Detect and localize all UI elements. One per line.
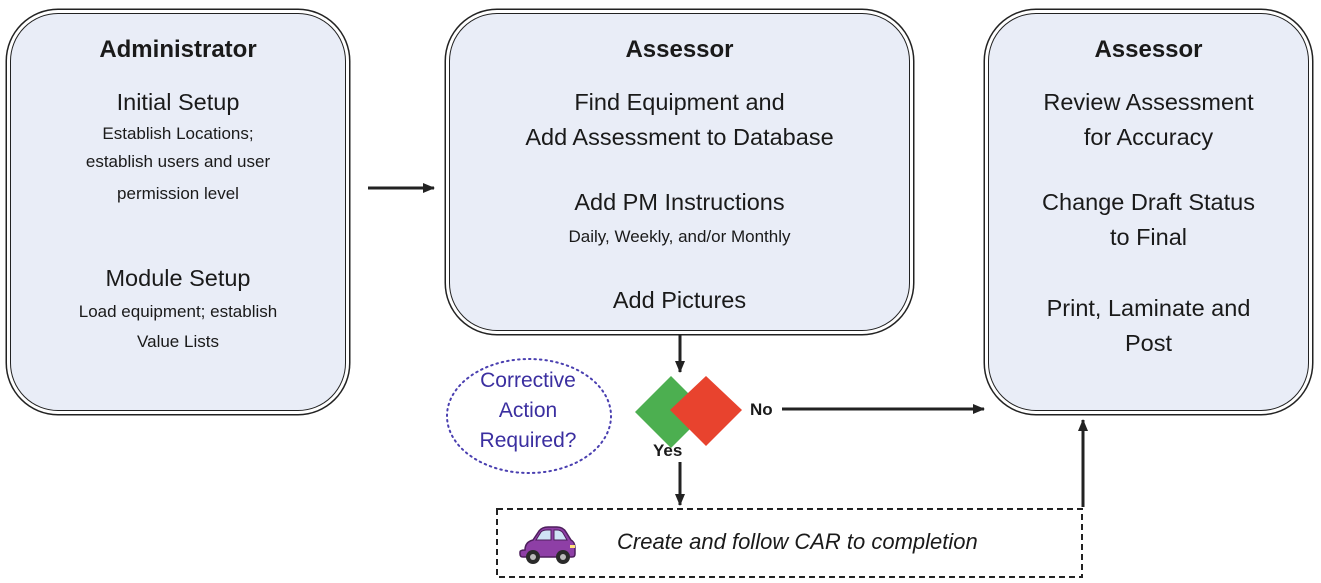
question-dotted-outline [446,358,612,474]
administrator-box: Administrator Initial Setup Establish Lo… [10,13,346,411]
assessor-title-2: Assessor [1094,36,1203,63]
question-line3: Required? [479,429,577,452]
review-line1: Review Assessment [1043,89,1254,115]
initial-setup-desc-line1: Establish Locations; [102,124,254,143]
add-pictures: Add Pictures [612,287,747,313]
administrator-title: Administrator [99,36,257,63]
car-icon [519,526,576,564]
corrective-action-question: Corrective Action Required? [444,356,612,476]
module-setup-desc-line1: Load equipment; establish [78,302,278,321]
change-status-line1: Change Draft Status [1042,189,1255,215]
no-label: No [750,400,773,419]
decision-red-diamond [670,376,742,446]
assessor-title-1: Assessor [625,36,734,63]
assessor-box-final: Assessor Review Assessment for Accuracy … [988,13,1309,411]
question-line1: Corrective [480,369,576,392]
change-status-line2: to Final [1109,224,1188,250]
assessor-box-initial: Assessor Find Equipment and Add Assessme… [449,13,910,331]
print-line1: Print, Laminate and [1046,295,1251,321]
add-pm-instructions: Add PM Instructions [574,189,785,215]
car-box: Create and follow CAR to completion [497,509,1082,577]
initial-setup-heading: Initial Setup [116,89,240,115]
review-line2: for Accuracy [1083,124,1214,150]
find-equipment-line1: Find Equipment and [574,89,785,115]
module-setup-heading: Module Setup [105,265,251,291]
pm-frequency-desc: Daily, Weekly, and/or Monthly [568,227,791,246]
print-line2: Post [1124,330,1173,356]
question-line2: Action [498,399,558,422]
yes-label: Yes [653,441,683,460]
module-setup-desc-line2: Value Lists [137,332,219,351]
initial-setup-desc-line2: establish users and user [85,152,271,171]
initial-setup-desc-line3: permission level [117,184,239,203]
find-equipment-line2: Add Assessment to Database [525,124,834,150]
car-instruction-text: Create and follow CAR to completion [617,529,978,554]
car-dashed-border [496,508,1083,578]
